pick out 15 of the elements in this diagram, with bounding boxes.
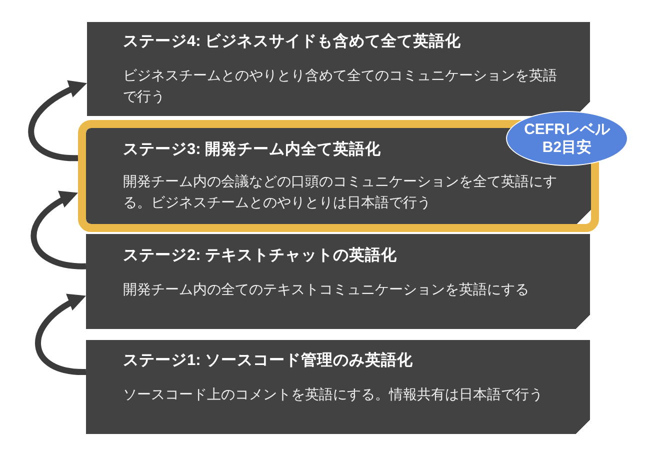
stage-box bbox=[86, 234, 590, 329]
stage-title: ステージ3: 開発チーム内全て英語化 bbox=[123, 140, 382, 160]
curved-arrow bbox=[31, 190, 86, 270]
stage-title: ステージ4: ビジネスサイドも含めて全て英語化 bbox=[123, 32, 462, 52]
stage-title: ステージ1: ソースコード管理のみ英語化 bbox=[123, 351, 414, 371]
curved-arrow bbox=[35, 293, 88, 375]
stage-description: ソースコード上のコメントを英語にする。情報共有は日本語で行う bbox=[123, 386, 544, 405]
stage-description: ビジネスチームとのやりとり含めて全てのコミュニケーションを英語で行う bbox=[123, 67, 558, 107]
stage-box bbox=[86, 340, 590, 434]
stage-title: ステージ2: テキストチャットの英語化 bbox=[123, 246, 398, 266]
stage-description: 開発チーム内の全てのテキストコミュニケーションを英語にする bbox=[123, 281, 530, 300]
stage-box bbox=[87, 22, 590, 116]
curved-arrow bbox=[28, 80, 88, 162]
level-note: CEFRレベル B2目安 bbox=[523, 120, 612, 156]
stage-description: 開発チーム内の会議などの口頭のコミュニケーションを全て英語にする。ビジネスチームとのやりとりは日本語で行う bbox=[123, 173, 558, 213]
